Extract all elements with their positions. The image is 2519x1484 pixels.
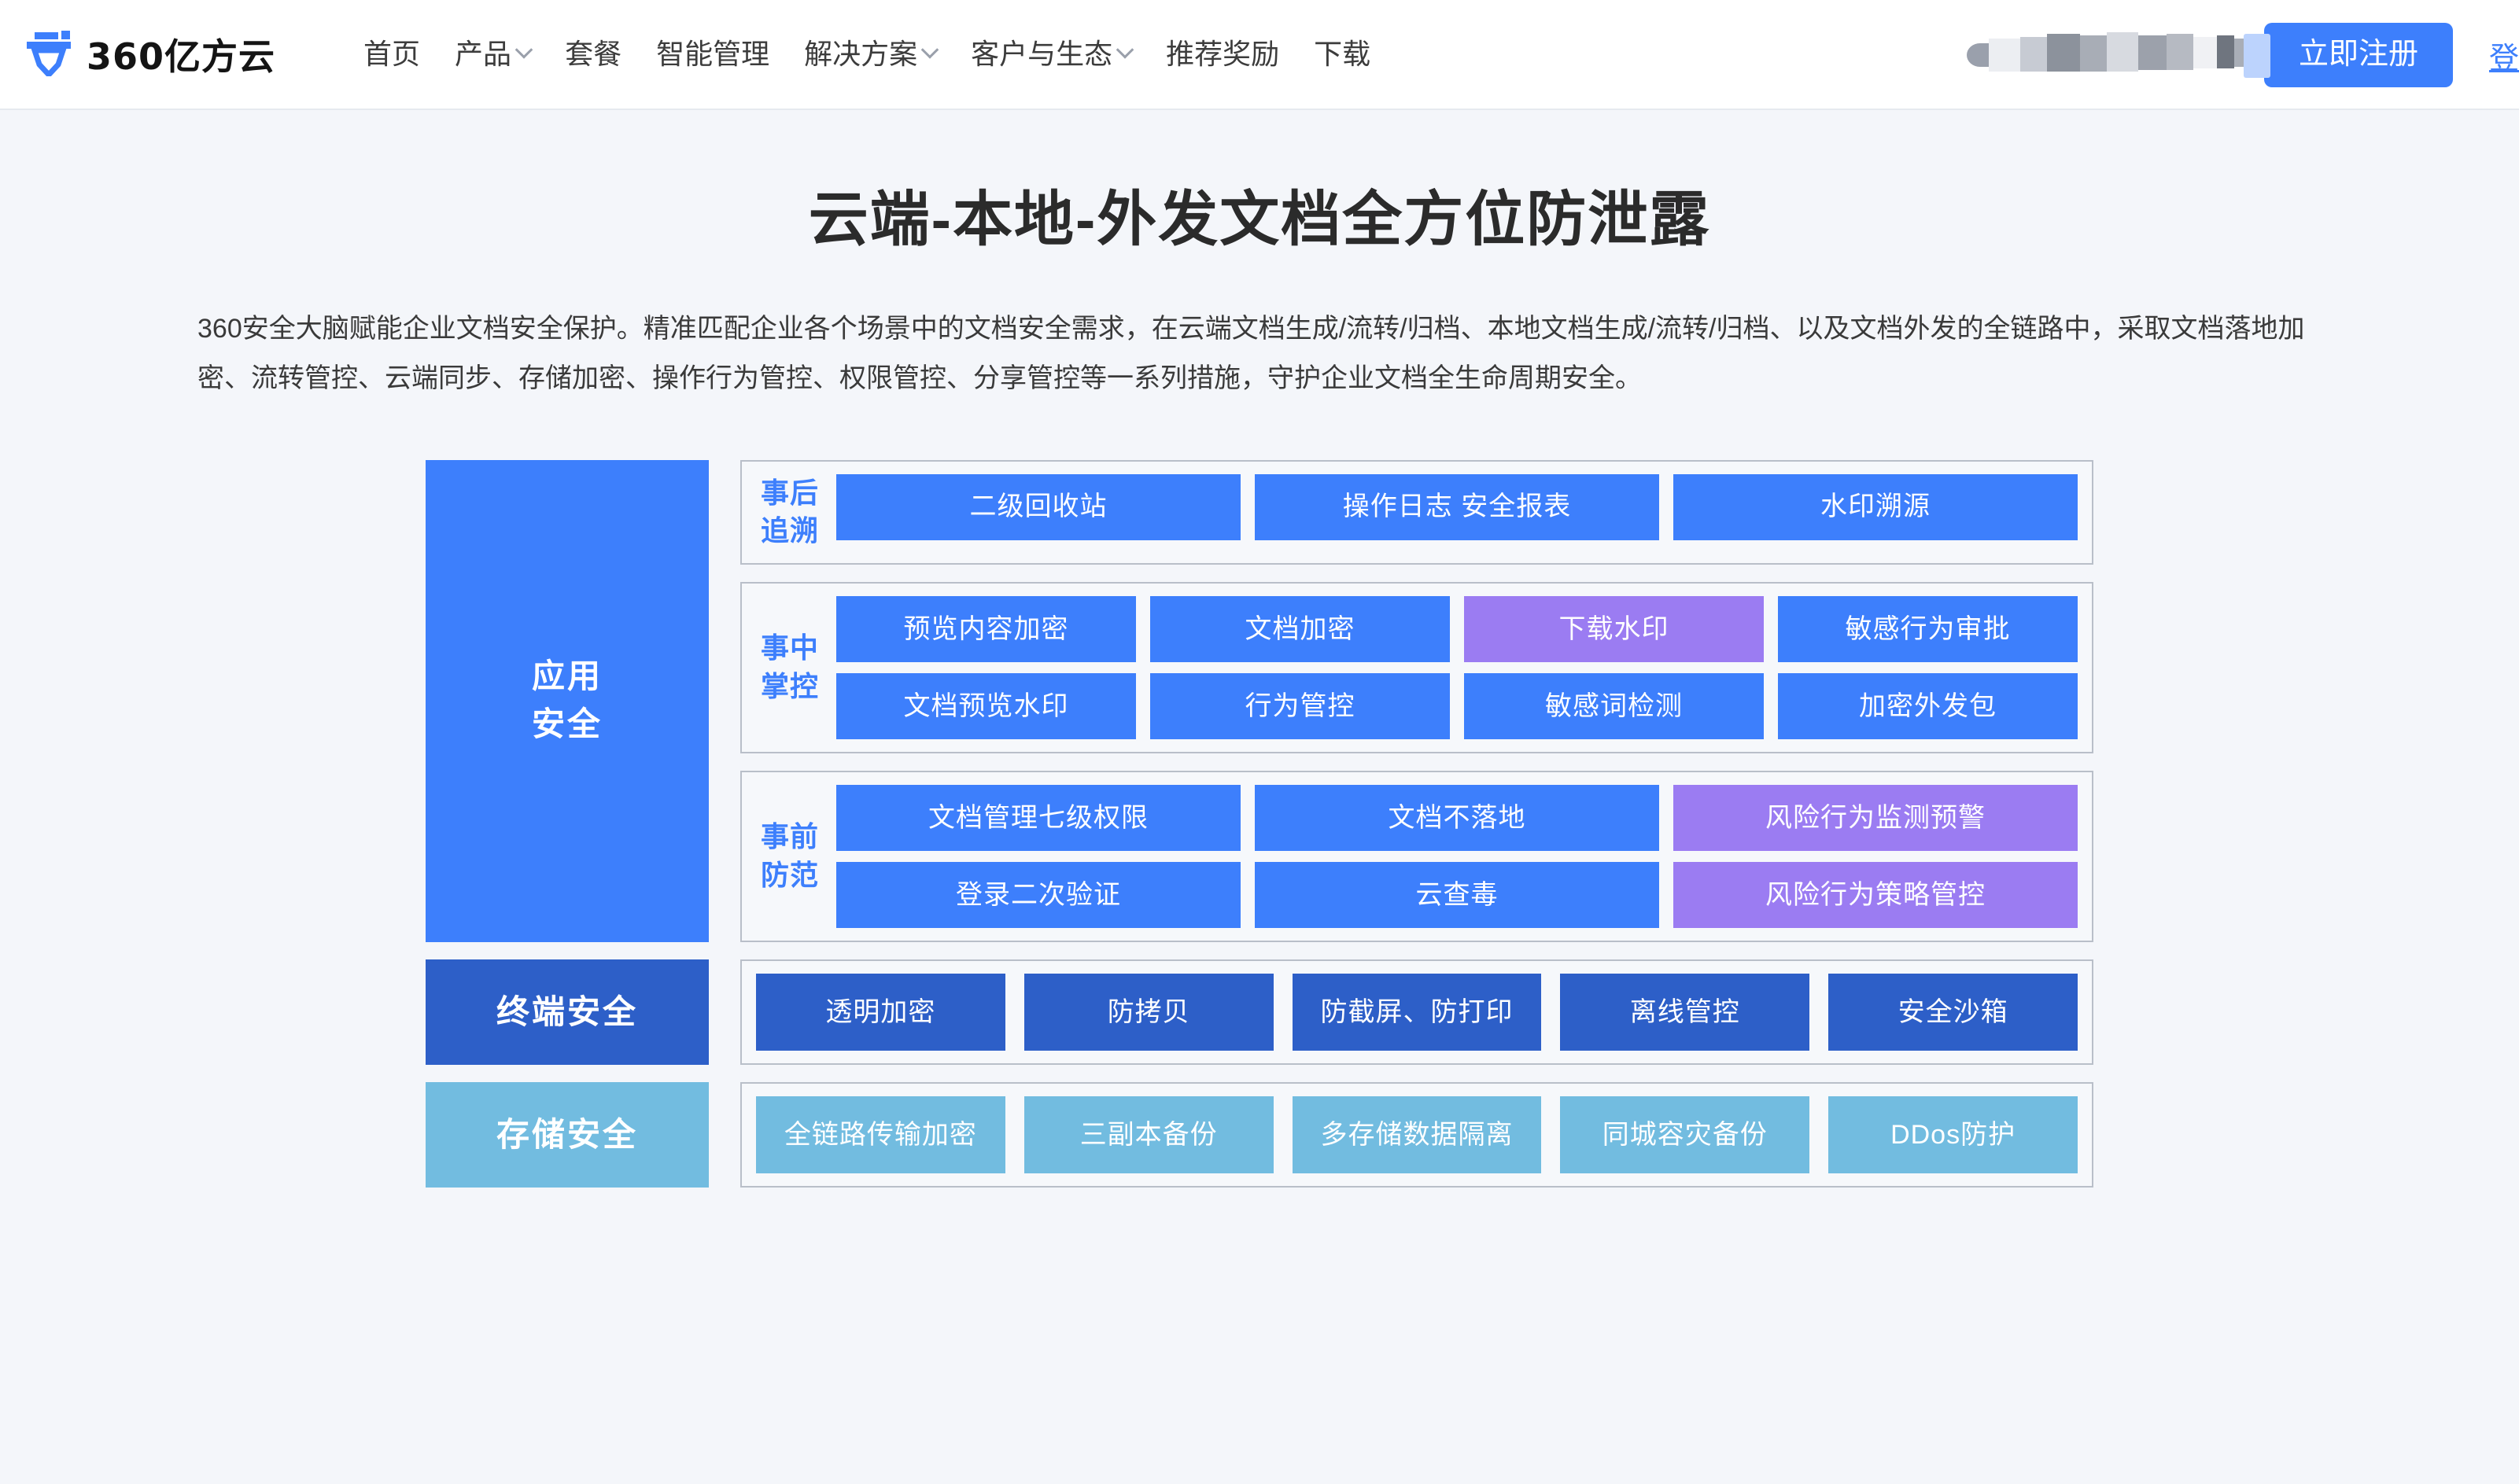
nav-item-referral-rewards[interactable]: 推荐奖励 (1149, 40, 1296, 68)
brand-name: 360亿方云 (87, 35, 276, 78)
nav-item-packages[interactable]: 套餐 (548, 40, 639, 68)
feature-tile[interactable]: 安全沙箱 (1828, 973, 2078, 1051)
tile-row: 二级回收站操作日志 安全报表水印溯源 (836, 473, 2078, 540)
nav-label: 首页 (363, 38, 421, 70)
nav-label: 产品 (455, 38, 512, 70)
diagram-row-application-security: 应用安全事后追溯二级回收站操作日志 安全报表水印溯源事中掌控预览内容加密文档加密… (426, 459, 2093, 942)
feature-tile[interactable]: 防截屏、防打印 (1292, 973, 1542, 1051)
group-label-in-process-control: 事中掌控 (760, 632, 819, 702)
nav-label: 套餐 (565, 38, 622, 70)
group-post-incident-traceability: 事后追溯二级回收站操作日志 安全报表水印溯源 (740, 459, 2093, 565)
feature-tile[interactable]: 水印溯源 (1673, 473, 2078, 540)
page-description: 360安全大脑赋能企业文档安全保护。精准匹配企业各个场景中的文档安全需求，在云端… (197, 314, 2305, 393)
redacted-region (1966, 32, 2250, 78)
category-application-security: 应用安全 (426, 459, 709, 942)
feature-tile[interactable]: 加密外发包 (1778, 672, 2078, 739)
group-terminal-security-items: 透明加密防拷贝防截屏、防打印离线管控安全沙箱 (740, 959, 2093, 1065)
nav-item-products[interactable]: 产品 (437, 40, 548, 68)
page-content: 云端-本地-外发文档全方位防泄露 360安全大脑赋能企业文档安全保护。精准匹配企… (0, 110, 2519, 1482)
register-button[interactable]: 立即注册 (2263, 23, 2453, 87)
page-title: 云端-本地-外发文档全方位防泄露 (808, 186, 1711, 253)
feature-tile[interactable]: 风险行为策略管控 (1673, 861, 2078, 928)
tile-row: 文档管理七级权限文档不落地风险行为监测预警 (836, 784, 2078, 851)
header-actions: 立即注册 登录 (1966, 0, 2519, 110)
group-label-pre-incident-prevention: 事前防范 (760, 820, 819, 891)
nav-item-download[interactable]: 下载 (1296, 40, 1388, 68)
feature-tile[interactable]: 离线管控 (1560, 973, 1810, 1051)
nav-label: 解决方案 (804, 38, 918, 70)
group-in-process-control: 事中掌控预览内容加密文档加密下载水印敏感行为审批文档预览水印行为管控敏感词检测加… (740, 581, 2093, 753)
nav-item-home[interactable]: 首页 (346, 40, 437, 68)
feature-tile[interactable]: 行为管控 (1150, 672, 1450, 739)
nav-label: 推荐奖励 (1166, 38, 1280, 70)
group-grid: 透明加密防拷贝防截屏、防打印离线管控安全沙箱 (756, 973, 2078, 1051)
feature-tile[interactable]: 预览内容加密 (836, 595, 1136, 662)
nav-label: 下载 (1314, 38, 1371, 70)
feature-tile[interactable]: 风险行为监测预警 (1673, 784, 2078, 851)
feature-tile[interactable]: 文档预览水印 (836, 672, 1136, 739)
feature-tile[interactable]: 全链路传输加密 (756, 1096, 1005, 1173)
nav-item-solutions[interactable]: 解决方案 (787, 40, 953, 68)
category-storage-security: 存储安全 (426, 1081, 709, 1188)
feature-tile[interactable]: 多存储数据隔离 (1292, 1096, 1542, 1173)
group-stack: 透明加密防拷贝防截屏、防打印离线管控安全沙箱 (740, 959, 2093, 1065)
tile-row: 透明加密防拷贝防截屏、防打印离线管控安全沙箱 (756, 973, 2078, 1051)
brand-logo[interactable]: 360亿方云 (24, 28, 275, 80)
group-grid: 预览内容加密文档加密下载水印敏感行为审批文档预览水印行为管控敏感词检测加密外发包 (836, 595, 2078, 739)
security-architecture-diagram: 应用安全事后追溯二级回收站操作日志 安全报表水印溯源事中掌控预览内容加密文档加密… (426, 459, 2093, 1188)
feature-tile[interactable]: 敏感行为审批 (1778, 595, 2078, 662)
chevron-down-icon (1116, 41, 1134, 59)
feature-tile[interactable]: 文档管理七级权限 (836, 784, 1241, 851)
feature-tile[interactable]: 透明加密 (756, 973, 1005, 1051)
feature-tile[interactable]: 敏感词检测 (1464, 672, 1764, 739)
group-pre-incident-prevention: 事前防范文档管理七级权限文档不落地风险行为监测预警登录二次验证云查毒风险行为策略… (740, 770, 2093, 942)
nav-label: 客户与生态 (971, 38, 1113, 70)
tile-row: 登录二次验证云查毒风险行为策略管控 (836, 861, 2078, 928)
chevron-down-icon (920, 41, 939, 59)
chevron-down-icon (514, 41, 533, 59)
diagram-row-terminal-security: 终端安全透明加密防拷贝防截屏、防打印离线管控安全沙箱 (426, 959, 2093, 1065)
nav-item-customers-ecosystem[interactable]: 客户与生态 (953, 40, 1149, 68)
nav-label: 智能管理 (656, 38, 770, 70)
group-grid: 文档管理七级权限文档不落地风险行为监测预警登录二次验证云查毒风险行为策略管控 (836, 784, 2078, 928)
tile-row: 预览内容加密文档加密下载水印敏感行为审批 (836, 595, 2078, 662)
group-stack: 事后追溯二级回收站操作日志 安全报表水印溯源事中掌控预览内容加密文档加密下载水印… (740, 459, 2093, 942)
feature-tile[interactable]: 下载水印 (1464, 595, 1764, 662)
site-header: 360亿方云 首页 产品 套餐 智能管理 解决方案 客户与生态 推荐奖励 下载 (0, 0, 2519, 110)
feature-tile[interactable]: 云查毒 (1255, 861, 1659, 928)
feature-tile[interactable]: 文档不落地 (1255, 784, 1659, 851)
feature-tile[interactable]: 二级回收站 (836, 473, 1241, 540)
tile-row: 文档预览水印行为管控敏感词检测加密外发包 (836, 672, 2078, 739)
main-navigation: 首页 产品 套餐 智能管理 解决方案 客户与生态 推荐奖励 下载 (346, 40, 1388, 68)
feature-tile[interactable]: 文档加密 (1150, 595, 1450, 662)
nav-item-smart-management[interactable]: 智能管理 (639, 40, 787, 68)
feature-tile[interactable]: 三副本备份 (1023, 1096, 1274, 1173)
feature-tile[interactable]: 防拷贝 (1023, 973, 1274, 1051)
feature-tile[interactable]: 登录二次验证 (836, 861, 1241, 928)
feature-tile[interactable]: 操作日志 安全报表 (1255, 473, 1659, 540)
group-label-post-incident-traceability: 事后追溯 (760, 476, 819, 547)
feature-tile[interactable]: DDos防护 (1828, 1096, 2078, 1173)
group-grid: 二级回收站操作日志 安全报表水印溯源 (836, 473, 2078, 551)
feature-tile[interactable]: 同城容灾备份 (1560, 1096, 1810, 1173)
category-terminal-security: 终端安全 (426, 959, 709, 1065)
yifangyun-pen-logo-icon (24, 29, 76, 80)
login-link[interactable]: 登录 (2488, 42, 2519, 75)
